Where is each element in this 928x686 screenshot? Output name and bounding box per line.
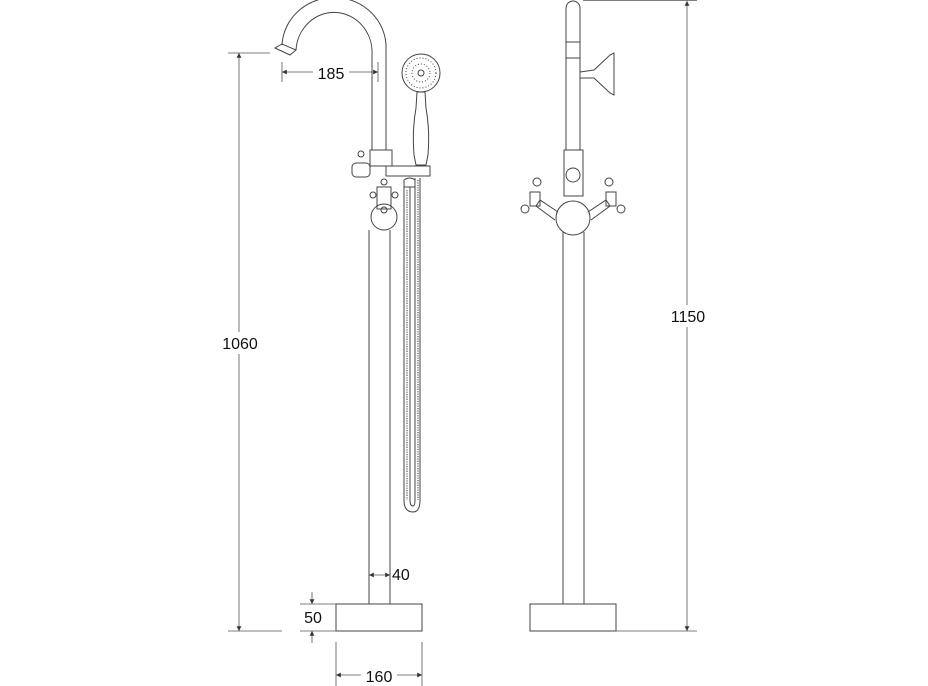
pipe-diameter-label: 40	[392, 567, 410, 584]
front-spout	[273, 0, 387, 150]
total-height-label: 1150	[671, 309, 706, 326]
dimension-1060: 1060	[218, 52, 282, 632]
base-height-label: 50	[304, 610, 322, 627]
side-valve-body	[520, 149, 626, 236]
spout-height-label: 1060	[222, 336, 258, 353]
front-shower-hose	[403, 178, 421, 513]
side-riser-pipe	[562, 232, 585, 604]
dimension-1150: 1150	[583, 0, 709, 632]
front-riser-pipe	[368, 230, 391, 604]
dimension-50: 50	[300, 592, 336, 643]
front-view	[273, 0, 441, 632]
spout-reach-label: 185	[318, 66, 345, 83]
front-base	[335, 603, 423, 632]
dimension-185: 185	[281, 62, 379, 83]
hand-shower	[401, 53, 441, 166]
side-spout	[565, 0, 615, 150]
dimension-40: 40	[369, 567, 410, 584]
side-view	[520, 0, 626, 632]
side-base	[529, 603, 617, 632]
dimension-160: 160	[335, 642, 423, 686]
base-width-label: 160	[366, 669, 393, 686]
